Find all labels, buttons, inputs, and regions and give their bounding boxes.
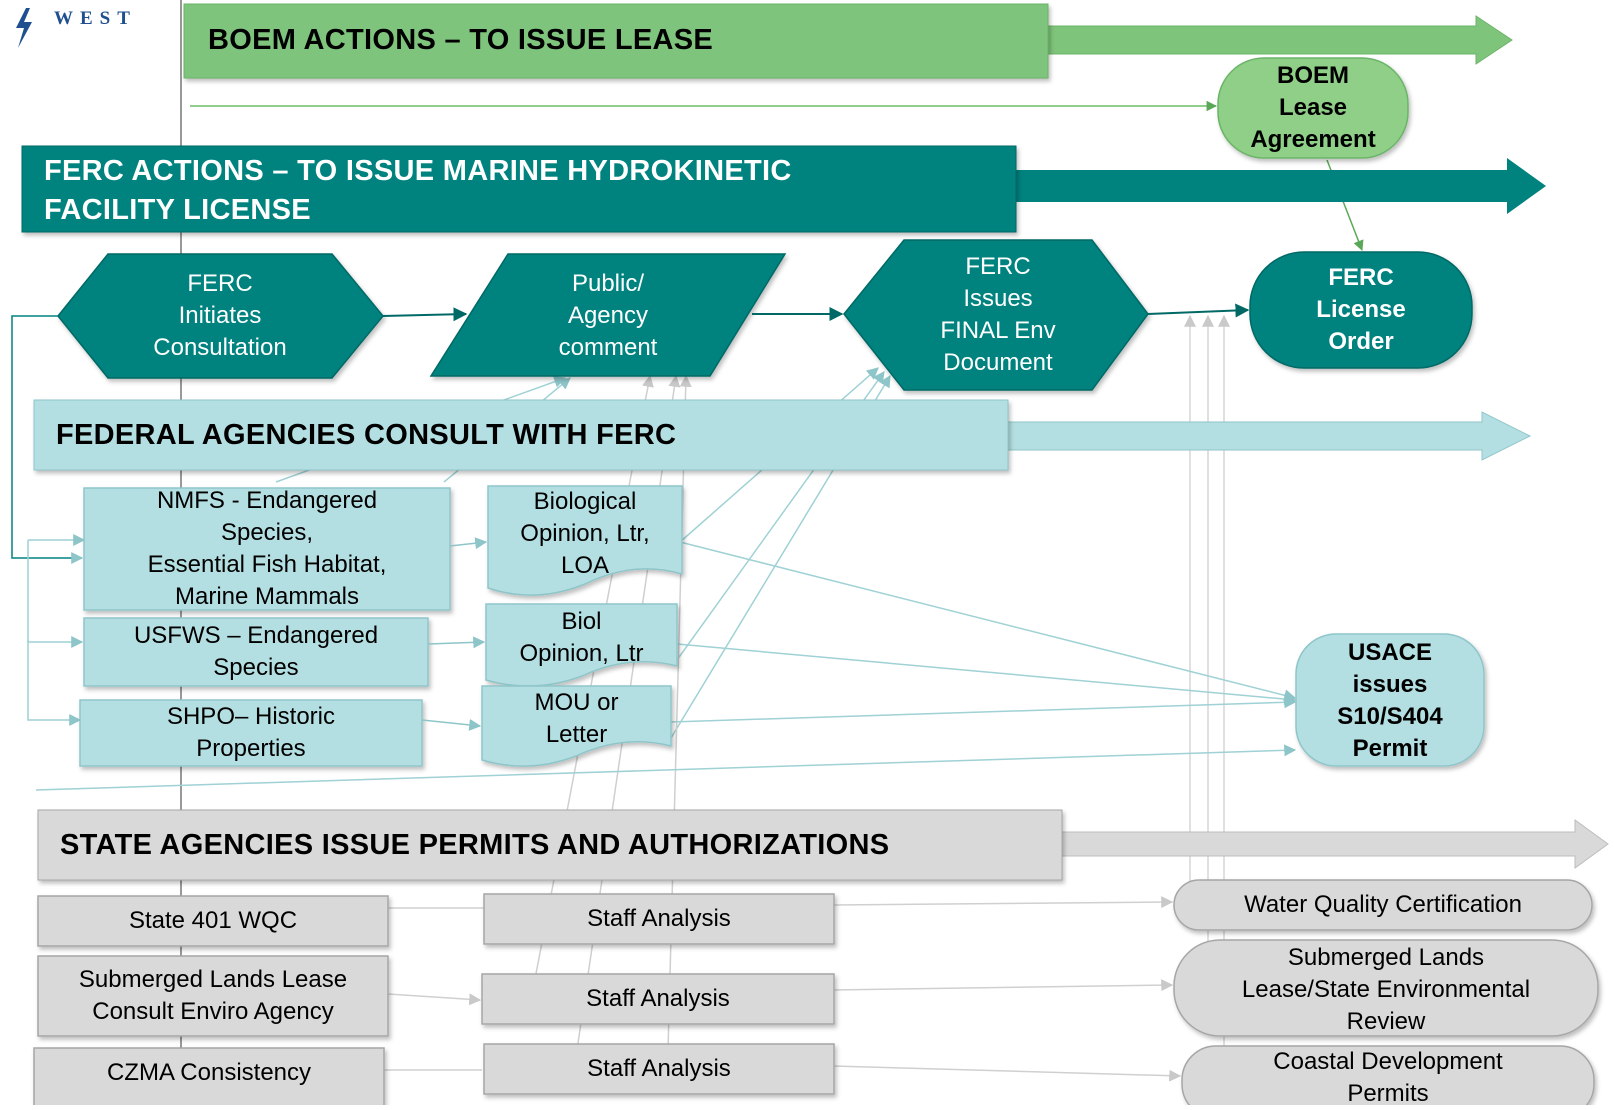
- federal-band-title: FEDERAL AGENCIES CONSULT WITH FERC: [56, 418, 677, 451]
- west-logo: WEST: [6, 2, 166, 52]
- connector-line: [670, 696, 1297, 723]
- connector-line: [832, 1065, 1182, 1082]
- submerged-lands-lease-box: [37, 955, 389, 1037]
- state-401-box: [37, 895, 389, 947]
- flow-arrow: [382, 307, 468, 322]
- staff-analysis-box: [481, 973, 835, 1025]
- boem-lease-label: BOEM Lease Agreement: [1250, 62, 1376, 153]
- connector-line: [832, 979, 1174, 992]
- flow-arrow: [427, 636, 486, 649]
- shpo-document-label: MOU or Letter: [534, 689, 619, 748]
- federal-band-arrow: [994, 411, 1532, 461]
- nmfs-document-label: Biological Opinion, Ltr, LOA: [520, 488, 650, 579]
- ferc-license-shape: [1249, 251, 1473, 369]
- coastal-permits-label: Coastal Development Permits: [1273, 1048, 1503, 1107]
- federal-band: [33, 399, 1009, 471]
- flow-arrow: [449, 537, 488, 550]
- usfws-document-label: Biol Opinion, Ltr: [519, 608, 644, 667]
- state-band: [37, 809, 1063, 881]
- ferc-band: [21, 145, 1017, 233]
- czma-label: CZMA Consistency: [106, 1059, 312, 1086]
- consultation-bracket: [11, 315, 84, 564]
- staff-analysis-box: [483, 893, 835, 945]
- water-quality-shape: [1173, 879, 1593, 931]
- usace-label: USACE issues S10/S404 Permit: [1337, 639, 1443, 762]
- staff-analysis-box: [483, 1043, 835, 1095]
- boem-band-title: BOEM ACTIONS – TO ISSUE LEASE: [208, 23, 713, 56]
- connector-line: [676, 643, 1297, 706]
- usfws-box: [83, 617, 429, 687]
- nmfs-box: [83, 487, 451, 611]
- consultation-bracket: [27, 640, 82, 726]
- connector-line: [679, 541, 1297, 702]
- water-quality-label: Water Quality Certification: [1244, 891, 1522, 918]
- state-band-arrow: [1045, 819, 1609, 869]
- coastal-permits-shape: [1181, 1045, 1595, 1105]
- shpo-document-shape: [481, 685, 672, 767]
- ferc-band-title: FERC ACTIONS – TO ISSUE MARINE HYDROKINE…: [44, 155, 792, 226]
- public-comment-label: Public/ Agency comment: [558, 270, 658, 361]
- submerged-lands-review-label: Submerged Lands Lease/State Environmenta…: [1241, 944, 1531, 1035]
- connector-line: [832, 896, 1174, 909]
- boem-band: [183, 3, 1049, 79]
- submerged-lands-review-shape: [1173, 939, 1599, 1037]
- staff-analysis-label: Staff Analysis: [586, 985, 730, 1012]
- submerged-lands-lease-label: Submerged Lands Lease Consult Enviro Age…: [78, 966, 348, 1025]
- ferc-final-env-label: FERC Issues FINAL Env Document: [940, 253, 1056, 376]
- ferc-initiates-label: FERC Initiates Consultation: [153, 270, 287, 361]
- boem-band-arrow: [1039, 15, 1513, 65]
- usfws-document-shape: [485, 603, 678, 687]
- staff-analysis-label: Staff Analysis: [587, 1055, 731, 1082]
- shpo-box: [79, 699, 423, 767]
- flow-arrow: [1147, 303, 1250, 318]
- usace-shape: [1295, 633, 1485, 767]
- ferc-license-label: FERC License Order: [1316, 264, 1406, 355]
- staff-analysis-label: Staff Analysis: [587, 905, 731, 932]
- flow-arrow: [421, 718, 482, 731]
- czma-box: [33, 1047, 385, 1105]
- state-band-title: STATE AGENCIES ISSUE PERMITS AND AUTHORI…: [60, 828, 890, 861]
- connector-line: [387, 993, 482, 1006]
- connector-line: [35, 744, 1297, 791]
- shpo-label: SHPO– Historic Properties: [166, 703, 336, 762]
- lightning-bolt-icon: [16, 8, 32, 48]
- nmfs-document-shape: [487, 485, 683, 596]
- usfws-label: USFWS – Endangered Species: [133, 622, 379, 681]
- state-401-label: State 401 WQC: [128, 907, 298, 934]
- consultation-bracket: [27, 540, 84, 648]
- ferc-band-arrow: [1010, 158, 1546, 214]
- logo-text: WEST: [54, 8, 137, 29]
- boem-lease-shape: [1217, 57, 1409, 159]
- public-comment-shape: [429, 253, 787, 377]
- nmfs-label: NMFS - Endangered Species, Essential Fis…: [147, 487, 387, 610]
